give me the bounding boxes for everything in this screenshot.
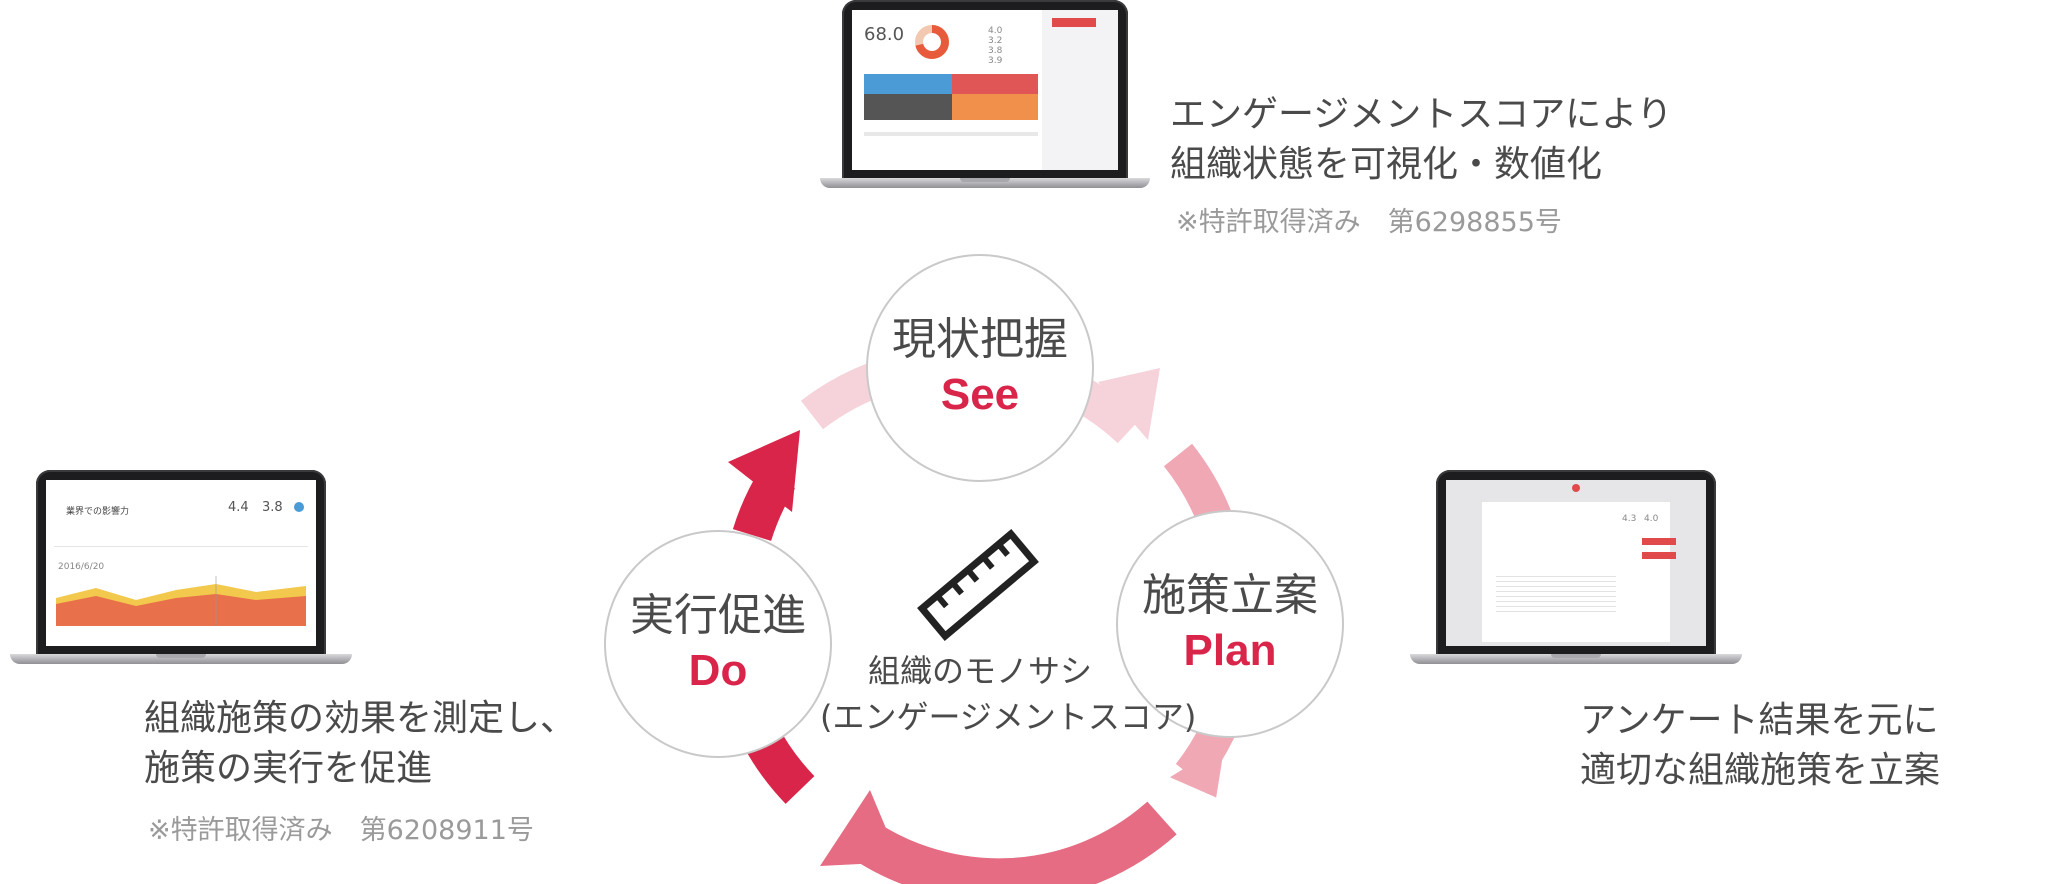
modal-value-1: 4.3 <box>1622 514 1637 524</box>
left-caption-line1: 組織施策の効果を測定し、 <box>144 698 577 739</box>
logo-dot <box>1572 484 1580 492</box>
legend-bar <box>864 132 1038 136</box>
laptop-left-screen: 業界での影響力 4.4 3.8 2016/6/20 <box>46 480 316 646</box>
heatmap-dark <box>864 94 952 120</box>
plan-en-label: Plan <box>1183 626 1277 675</box>
modal-button-2 <box>1642 552 1676 559</box>
left-caption: 組織施策の効果を測定し、 施策の実行を促進 <box>144 694 576 794</box>
laptop-right-screen: 4.3 4.0 <box>1446 480 1706 646</box>
ruler-icon <box>917 528 1039 642</box>
right-caption: アンケート結果を元に 適切な組織施策を立案 <box>1580 696 1940 796</box>
modal-button-1 <box>1642 538 1676 545</box>
heatmap-red <box>952 74 1038 94</box>
do-en-label: Do <box>688 646 748 695</box>
heatmap-orange <box>952 94 1038 120</box>
left-caption-line2: 施策の実行を促進 <box>144 748 433 789</box>
plan-jp-label: 施策立案 <box>1142 570 1318 621</box>
influence-value-2: 3.8 <box>262 500 283 515</box>
do-jp-label: 実行促進 <box>630 590 806 641</box>
center-label-line2: (エンゲージメントスコア) <box>820 698 1197 736</box>
left-patent-note: ※特許取得済み 第6208911号 <box>148 815 534 846</box>
score-row-2: 3.2 <box>988 36 1003 46</box>
info-dot <box>294 502 304 512</box>
arrow-plan-to-do <box>1169 743 1225 798</box>
divider-line <box>54 546 308 547</box>
laptop-top-screen: 68.0 4.0 3.2 3.8 3.9 <box>852 10 1118 170</box>
score-row-1: 4.0 <box>988 26 1003 36</box>
arrow-see-to-plan <box>1098 368 1160 440</box>
right-caption-line2: 適切な組織施策を立案 <box>1580 750 1941 791</box>
do-node: 実行促進 Do <box>604 530 832 758</box>
score-row-4: 3.9 <box>988 56 1003 66</box>
laptop-top: 68.0 4.0 3.2 3.8 3.9 <box>820 0 1150 190</box>
plan-node: 施策立案 Plan <box>1116 510 1344 738</box>
top-patent-note: ※特許取得済み 第6298855号 <box>1176 207 1562 238</box>
see-jp-label: 現状把握 <box>892 314 1068 365</box>
center-label: 組織のモノサシ (エンゲージメントスコア) <box>820 648 1197 740</box>
arrow-bottom <box>820 790 900 866</box>
top-caption-line1: エンゲージメントスコアにより <box>1170 94 1673 135</box>
heatmap-blue <box>864 74 952 94</box>
sidebar-panel <box>1042 10 1118 170</box>
influence-title: 業界での影響力 <box>66 507 130 517</box>
sidebar-button <box>1052 18 1096 27</box>
laptop-left: 業界での影響力 4.4 3.8 2016/6/20 <box>10 470 352 670</box>
modal-value-2: 4.0 <box>1644 514 1659 524</box>
see-node: 現状把握 See <box>866 254 1094 482</box>
top-caption: エンゲージメントスコアにより 組織状態を可視化・数値化 <box>1170 90 1673 190</box>
see-en-label: See <box>940 370 1020 419</box>
arrow-do-to-see <box>728 430 800 512</box>
top-caption-line2: 組織状態を可視化・数値化 <box>1170 144 1603 185</box>
modal-list <box>1496 572 1616 612</box>
score-donut <box>915 25 949 59</box>
chart-date: 2016/6/20 <box>58 562 105 572</box>
score-value: 68.0 <box>864 24 905 45</box>
area-chart <box>56 576 306 626</box>
arc-bottom <box>836 801 1177 884</box>
right-caption-line1: アンケート結果を元に <box>1580 700 1939 741</box>
laptop-right: 4.3 4.0 <box>1410 470 1742 670</box>
score-row-3: 3.8 <box>988 46 1003 56</box>
influence-value-1: 4.4 <box>228 500 249 515</box>
center-label-line1: 組織のモノサシ <box>867 652 1092 690</box>
